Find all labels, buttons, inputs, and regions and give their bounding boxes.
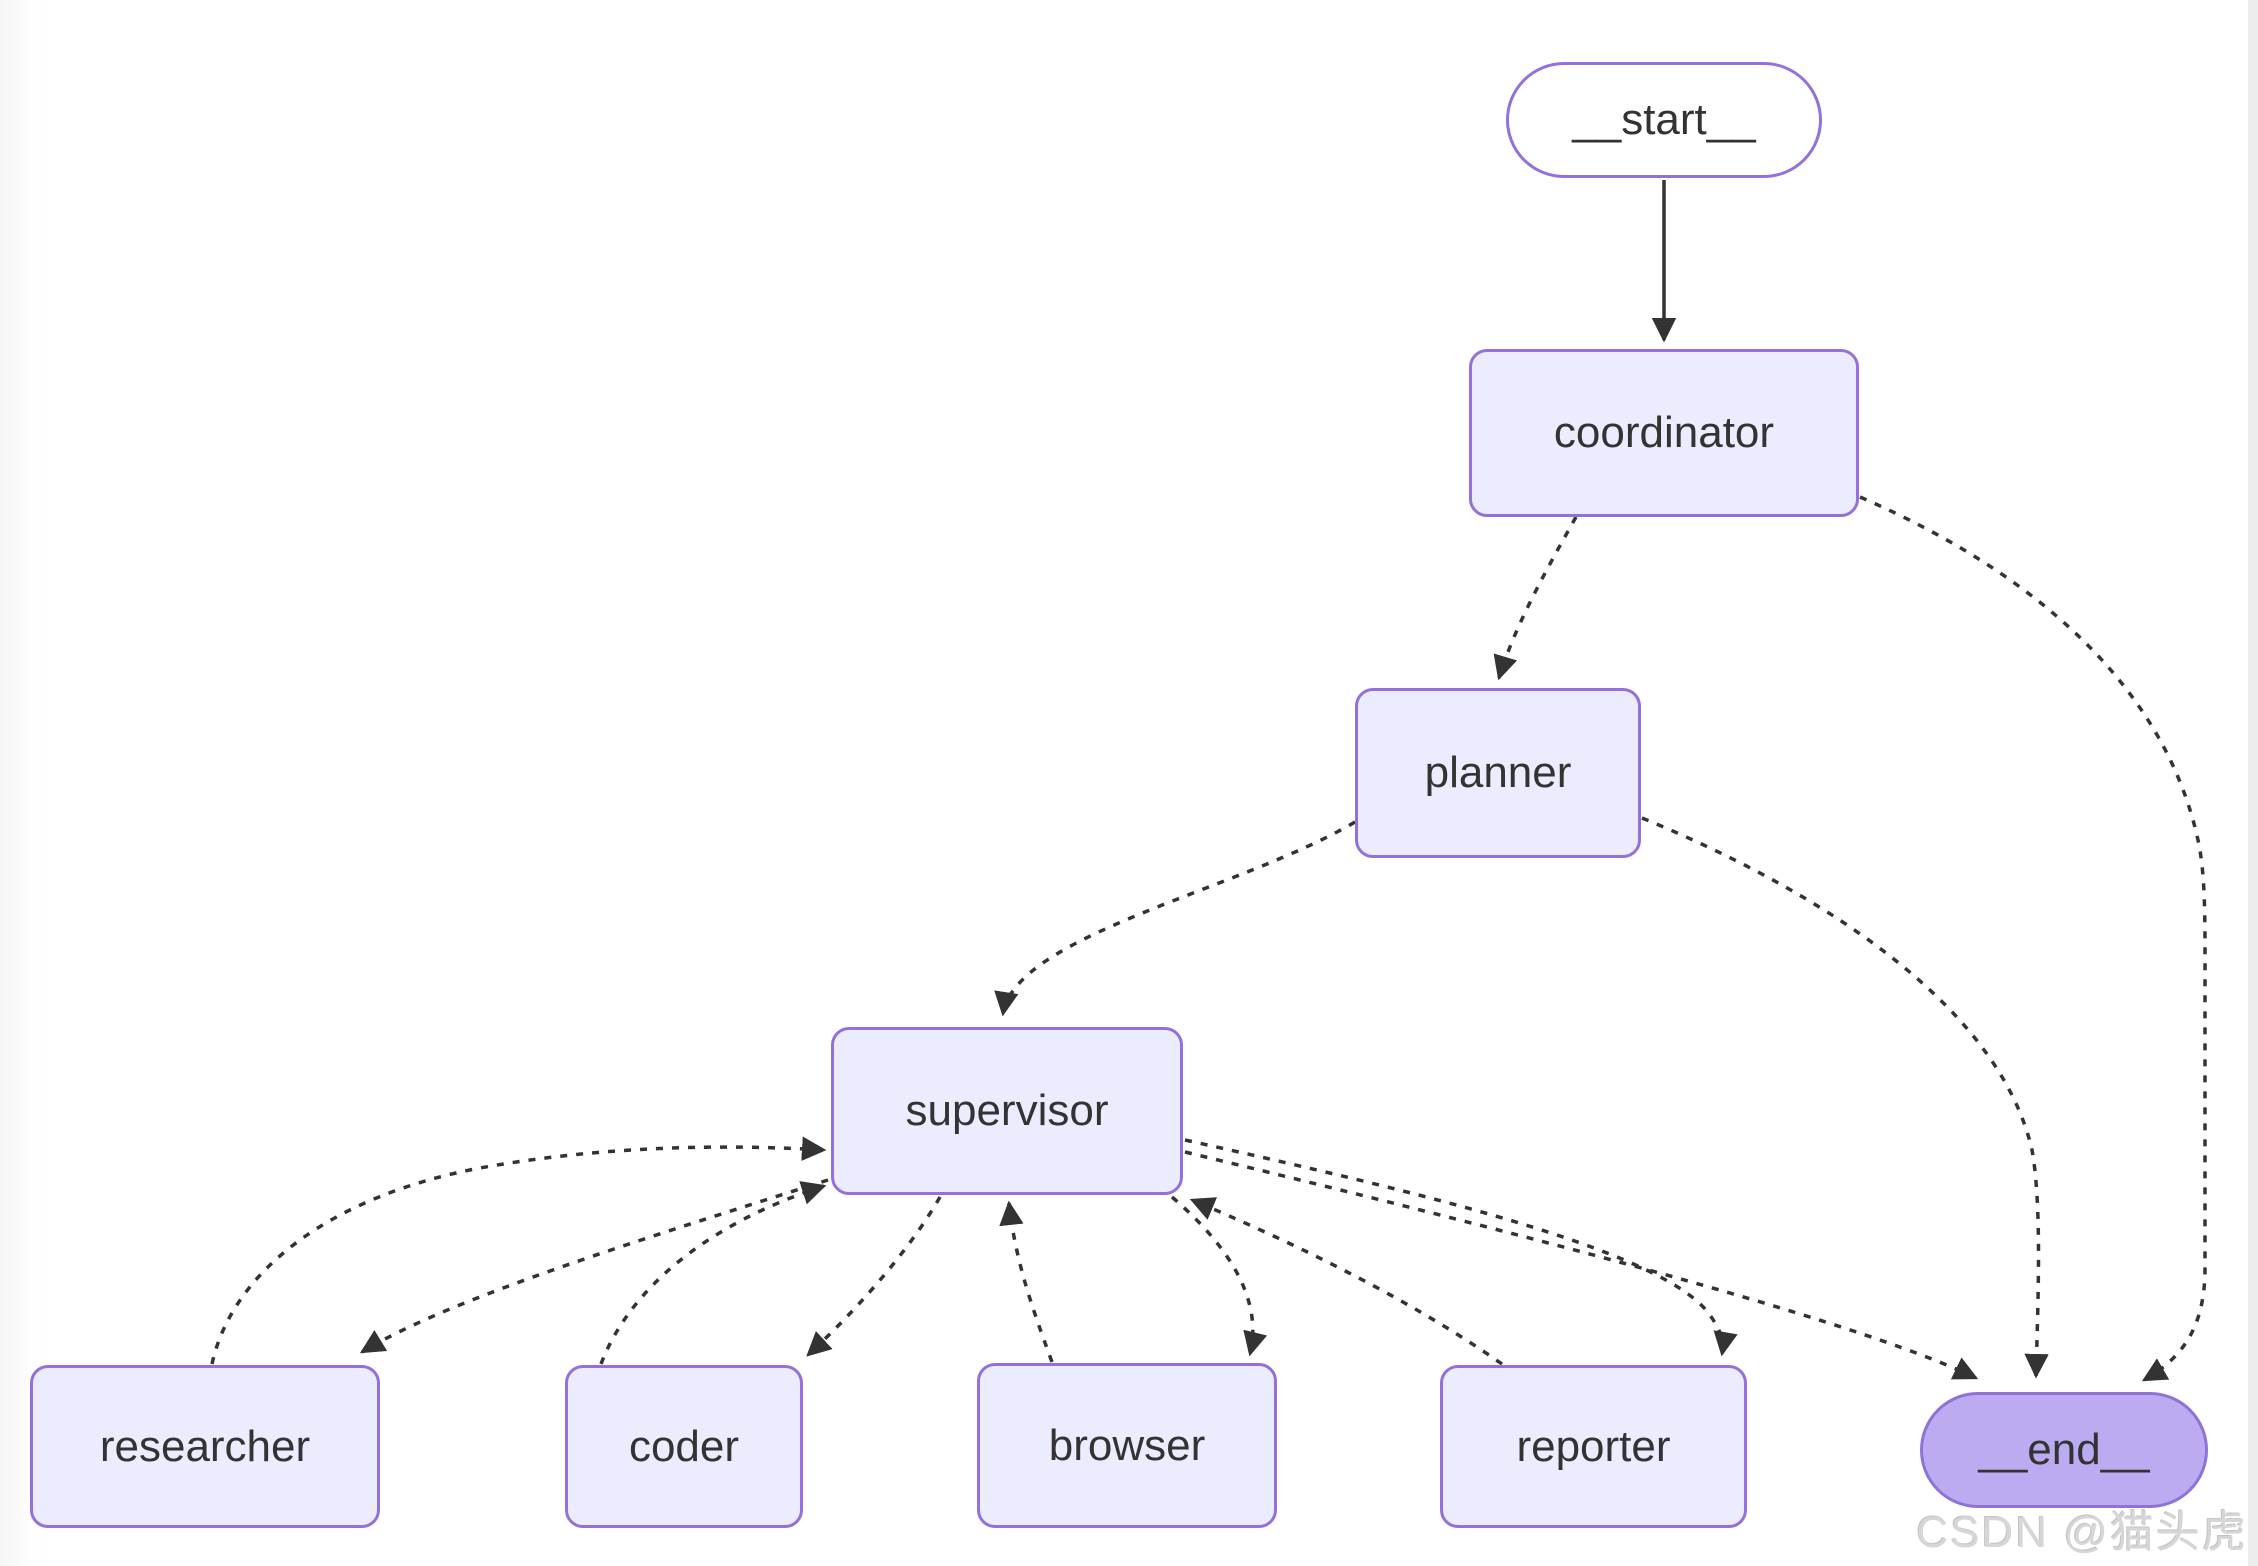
edge-coordinator-end [1859, 495, 2207, 1382]
node-reporter: reporter [1440, 1365, 1747, 1528]
watermark: CSDN @猫头虎 [1916, 1508, 2248, 1557]
node-planner-label: planner [1424, 748, 1572, 797]
edge-planner-end [1641, 816, 2049, 1379]
node-researcher-label: researcher [99, 1421, 311, 1471]
node-supervisor-label: supervisor [905, 1086, 1109, 1135]
node-supervisor: supervisor [831, 1027, 1183, 1195]
edge-coder-supervisor [599, 1181, 827, 1365]
edge-reporter-supervisor [1189, 1197, 1504, 1366]
edge-researcher-supervisor [210, 1136, 827, 1365]
node-start: __start__ [1506, 62, 1822, 178]
node-coordinator-label: coordinator [1553, 408, 1775, 457]
edge-browser-supervisor [999, 1200, 1054, 1363]
edge-coordinator-planner [1493, 516, 1578, 681]
node-planner: planner [1355, 688, 1641, 858]
edge-supervisor-reporter [1184, 1138, 1738, 1357]
edge-supervisor-researcher [359, 1178, 829, 1354]
edge-supervisor-end [1184, 1150, 1979, 1380]
edge-planner-supervisor [994, 820, 1356, 1017]
node-browser-label: browser [1048, 1420, 1206, 1470]
node-browser: browser [977, 1363, 1277, 1528]
node-researcher: researcher [30, 1365, 380, 1528]
node-coder-label: coder [628, 1421, 740, 1471]
edge-supervisor-browser [1170, 1195, 1268, 1357]
node-coder: coder [565, 1365, 803, 1528]
node-coordinator: coordinator [1469, 349, 1859, 517]
node-start-label: __start__ [1572, 95, 1756, 144]
node-reporter-label: reporter [1516, 1421, 1671, 1471]
node-end-label: __end__ [1978, 1425, 2150, 1474]
node-end: __end__ [1920, 1392, 2208, 1508]
edge-supervisor-coder [806, 1196, 942, 1357]
